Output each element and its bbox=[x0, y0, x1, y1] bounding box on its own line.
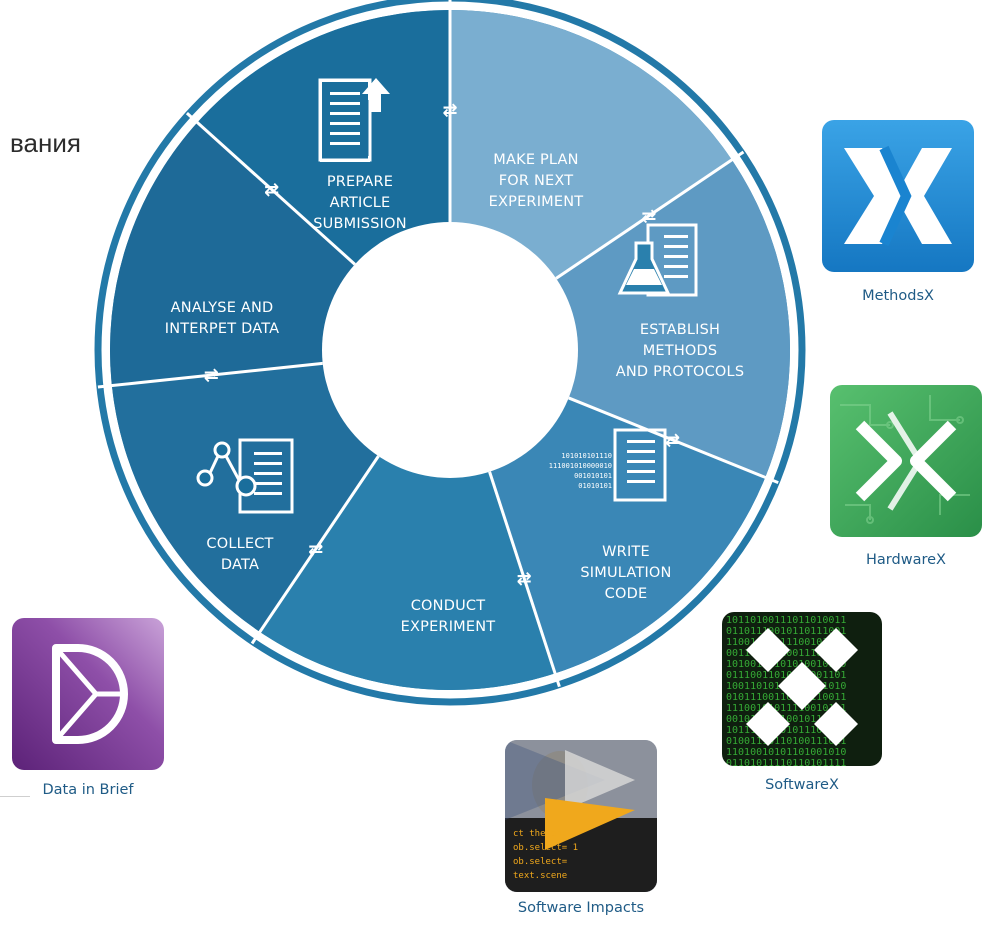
segment-label-prepare: PREPARE bbox=[327, 174, 393, 190]
methodsx-logo[interactable] bbox=[822, 120, 974, 272]
segment-label-conduct: CONDUCT bbox=[411, 598, 486, 614]
segment-label-plan: FOR NEXT bbox=[499, 173, 574, 189]
cycle-arrow-icon: ⇄ bbox=[442, 100, 457, 121]
binary-background: 01001110110100111011 bbox=[726, 736, 846, 747]
binary-background: 00101111010010111101 bbox=[726, 714, 846, 725]
molecule-document-icon bbox=[196, 438, 294, 514]
divider-analyse bbox=[97, 361, 323, 389]
segment-label-establish: AND PROTOCOLS bbox=[616, 364, 744, 380]
cycle-arrow-icon: ⇄ bbox=[204, 365, 219, 386]
data-in-brief-logo[interactable] bbox=[12, 618, 164, 770]
divider-prepare bbox=[185, 112, 356, 266]
upload-document-icon bbox=[318, 78, 390, 162]
segment-label-establish: ESTABLISH bbox=[640, 322, 720, 338]
segment-establish bbox=[450, 159, 791, 478]
segment-label-analyse: ANALYSE AND bbox=[171, 300, 274, 316]
svg-text:ob.select= 1: ob.select= 1 bbox=[513, 843, 578, 853]
divider-write bbox=[568, 396, 779, 485]
software-impacts-logo[interactable]: ct the end - ob.select= 1 ob.select= tex… bbox=[505, 740, 657, 892]
svg-text:ob.select=: ob.select= bbox=[513, 857, 568, 867]
segment-label-prepare: SUBMISSION bbox=[313, 216, 407, 232]
segment-label-write: WRITE bbox=[602, 544, 650, 560]
segment-label-write: CODE bbox=[605, 586, 648, 602]
cycle-arrow-icon: ⇄ bbox=[517, 568, 532, 589]
segment-label-collect: DATA bbox=[221, 557, 259, 573]
binary-background: 11001011011100101101 bbox=[726, 637, 846, 648]
binary-background: 01110011010111001101 bbox=[726, 670, 846, 681]
binary-background: 01101110010110111001 bbox=[726, 626, 846, 637]
divider-collect bbox=[250, 455, 380, 645]
cycle-arrow-icon: ⇄ bbox=[641, 206, 656, 227]
outer-ring bbox=[94, 0, 806, 706]
hardwarex-logo[interactable] bbox=[830, 385, 982, 537]
binary-background: 11100101011110010101 bbox=[726, 703, 846, 714]
binary-background: 11010010101101001010 bbox=[726, 747, 846, 758]
binary-background: 10100101101010010110 bbox=[726, 659, 846, 670]
segment-label-establish: METHODS bbox=[643, 343, 718, 359]
binary-code-text: 101010101110 111001010000010 001010101 0101… bbox=[549, 452, 612, 490]
methodsx-caption: MethodsX bbox=[862, 288, 934, 304]
binary-background: 10110100111011010011 bbox=[726, 615, 846, 626]
segment-labels: PREPARE ARTICLE SUBMISSION MAKE PLAN FOR NEX… bbox=[165, 152, 744, 635]
softwarex-caption: SoftwareX bbox=[765, 777, 839, 793]
divider-line bbox=[0, 796, 30, 797]
cycle-arrow-icon: ⇄ bbox=[308, 539, 323, 560]
segment-label-plan: MAKE PLAN bbox=[493, 152, 578, 168]
code-document-icon bbox=[613, 428, 667, 502]
cycle-arrows: ⇄ ⇄ ⇄ ⇄ ⇄ ⇄ ⇄ bbox=[204, 100, 680, 589]
binary-line: 111001010000010 bbox=[549, 462, 612, 470]
binary-line: 001010101 bbox=[574, 472, 612, 480]
cycle-arrow-icon: ⇄ bbox=[665, 430, 680, 451]
svg-text:text.scene: text.scene bbox=[513, 871, 567, 881]
segment-label-collect: COLLECT bbox=[206, 536, 273, 552]
hardwarex-caption: HardwareX bbox=[866, 552, 946, 568]
binary-background: 10111001101011100110 bbox=[726, 725, 846, 736]
segment-label-write: SIMULATION bbox=[580, 565, 671, 581]
segment-label-prepare: ARTICLE bbox=[330, 195, 391, 211]
software-impacts-caption: Software Impacts bbox=[517, 900, 645, 916]
segment-dividers bbox=[97, 0, 779, 688]
data-in-brief-caption: Data in Brief bbox=[42, 782, 134, 798]
binary-background: 01011100110101110011 bbox=[726, 692, 846, 703]
svg-text:ct the end -: ct the end - bbox=[513, 829, 578, 839]
binary-line: 01010101 bbox=[578, 482, 612, 490]
segment-label-analyse: INTERPET DATA bbox=[165, 321, 280, 337]
segment-label-conduct: EXPERIMENT bbox=[401, 619, 496, 635]
cycle-arrow-icon: ⇄ bbox=[264, 179, 279, 200]
binary-background: 01101011110110101111 bbox=[726, 758, 846, 766]
binary-line: 101010101110 bbox=[561, 452, 612, 460]
page-fragment-text: вания bbox=[10, 128, 81, 158]
segment-conduct bbox=[259, 350, 556, 690]
divider-conduct bbox=[488, 471, 561, 688]
segment-label-plan: EXPERIMENT bbox=[489, 194, 584, 210]
divider-establish bbox=[555, 150, 745, 280]
cycle-center bbox=[322, 222, 578, 478]
flask-document-icon bbox=[617, 223, 698, 297]
